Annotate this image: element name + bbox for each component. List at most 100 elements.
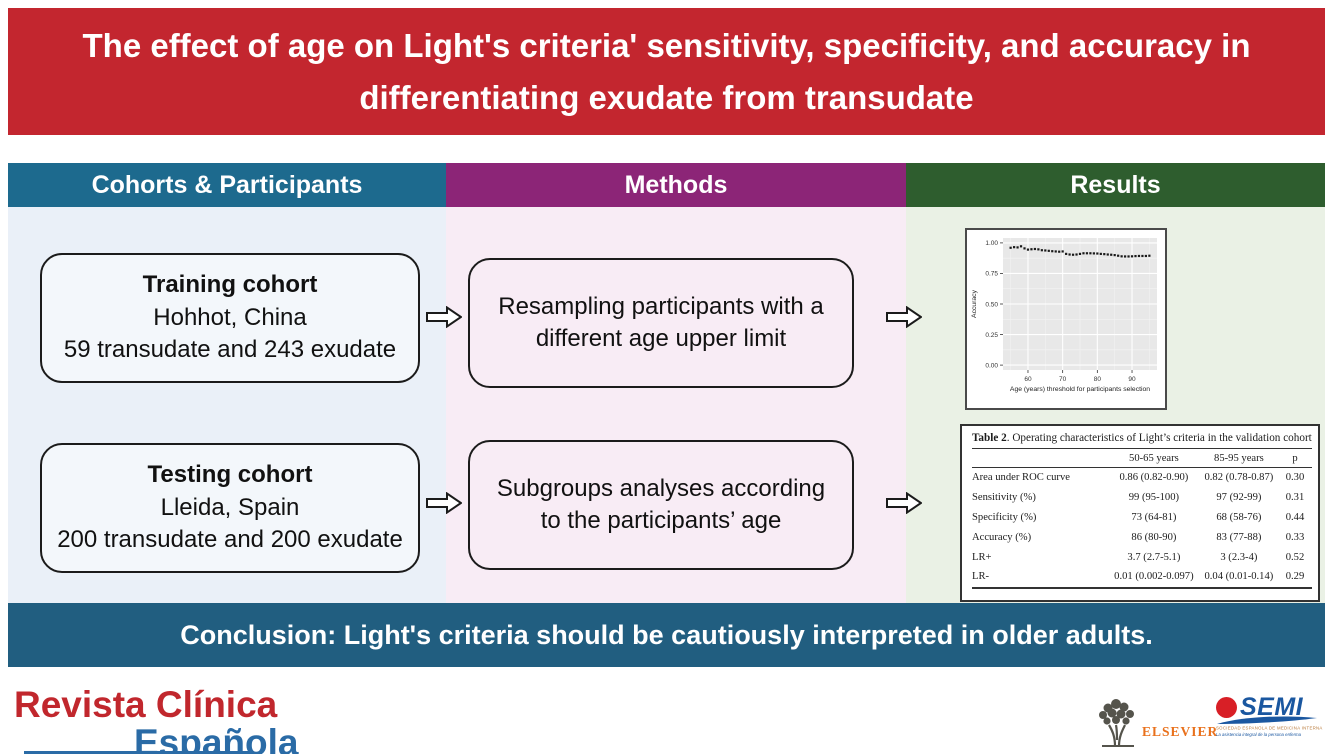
method-subgroups-box: Subgroups analyses according to the part…: [468, 440, 854, 570]
flow-arrow-icon: [886, 492, 922, 514]
conclusion-banner: Conclusion: Light's criteria should be c…: [8, 603, 1325, 667]
table-cell: LR-: [972, 566, 1108, 589]
table-cell: Area under ROC curve: [972, 472, 1070, 484]
table-cell: Accuracy (%): [972, 531, 1032, 543]
training-cohort-counts: 59 transudate and 243 exudate: [63, 336, 397, 364]
table-column-header: 50-65 years: [1108, 448, 1200, 468]
table-row: LR+ 3.7 (2.7-5.1) 3 (2.3-4) 0.52: [972, 547, 1312, 567]
svg-text:0.00: 0.00: [985, 362, 998, 369]
svg-text:Age (years) threshold for part: Age (years) threshold for participants s…: [1010, 386, 1150, 393]
cohorts-header-label: Cohorts & Participants: [91, 170, 363, 199]
semi-tagline-1: SOCIEDAD ESPAÑOLA DE MEDICINA INTERNA: [1216, 726, 1323, 732]
semi-swoosh-icon: [1217, 716, 1317, 724]
method-subgroups-text: Subgroups analyses according to the part…: [496, 474, 826, 534]
table-title: Table 2. Operating characteristics of Li…: [972, 432, 1312, 444]
testing-cohort-counts: 200 transudate and 200 exudate: [57, 526, 403, 554]
method-resampling-box: Resampling participants with a different…: [468, 258, 854, 388]
testing-cohort-site: Lleida, Spain: [160, 493, 300, 521]
table-cell: Sensitivity (%): [972, 492, 1036, 504]
svg-text:90: 90: [1128, 376, 1136, 383]
table-cell: 68 (58-76): [1216, 511, 1262, 523]
semi-logo: SEMI SOCIEDAD ESPAÑOLA DE MEDICINA INTER…: [1216, 692, 1323, 744]
semi-taglines: SOCIEDAD ESPAÑOLA DE MEDICINA INTERNA La…: [1216, 726, 1323, 739]
methods-body: Resampling participants with a different…: [446, 207, 906, 603]
semi-wordmark: SEMI: [1240, 692, 1304, 721]
table-row: Accuracy (%) 86 (80-90) 83 (77-88) 0.33: [972, 527, 1312, 547]
training-cohort-title: Training cohort: [142, 271, 318, 299]
table-cell: 99 (95-100): [1128, 492, 1180, 504]
table-cell: Specificity (%): [972, 511, 1037, 523]
methods-header: Methods: [446, 163, 906, 207]
svg-text:0.25: 0.25: [985, 332, 998, 339]
testing-cohort-box: Testing cohort Lleida, Spain 200 transud…: [40, 443, 420, 573]
training-cohort-site: Hohhot, China: [153, 303, 307, 331]
table-cell: 0.86 (0.82-0.90): [1119, 472, 1189, 484]
table-cell: 73 (64-81): [1131, 511, 1177, 523]
table-cell: 3.7 (2.7-5.1): [1127, 551, 1181, 563]
columns-row: Cohorts & Participants Training cohort H…: [8, 163, 1325, 603]
journal-name-line2: Española: [134, 721, 299, 754]
table-cell: 83 (77-88): [1216, 531, 1262, 543]
operating-characteristics-table: Table 2. Operating characteristics of Li…: [960, 424, 1320, 602]
table-column-header: p: [1277, 448, 1312, 468]
revista-clinica-espanola-logo: Revista Clínica Española: [14, 686, 299, 754]
table-cell: 0.33: [1285, 531, 1305, 543]
table-number: Table 2: [972, 432, 1007, 444]
table-row: Specificity (%) 73 (64-81) 68 (58-76) 0.44: [972, 508, 1312, 528]
table-cell: 0.04 (0.01-0.14): [1199, 566, 1278, 589]
results-header-label: Results: [1070, 170, 1161, 199]
elsevier-tree-icon: [1099, 699, 1134, 747]
table-caption: . Operating characteristics of Light’s c…: [1006, 432, 1312, 444]
table-cell: 0.82 (0.78-0.87): [1204, 472, 1274, 484]
results-header: Results: [906, 163, 1325, 207]
svg-text:0.75: 0.75: [985, 271, 998, 278]
ops-table-body: Area under ROC curve 0.86 (0.82-0.90) 0.82…: [972, 468, 1312, 589]
table-row: Area under ROC curve 0.86 (0.82-0.90) 0.82…: [972, 468, 1312, 488]
table-cell: 0.52: [1285, 551, 1305, 563]
table-cell: 86 (80-90): [1131, 531, 1177, 543]
table-column-header: 85-95 years: [1199, 448, 1278, 468]
semi-tagline-2: La asistencia integral de la persona enf…: [1216, 733, 1302, 738]
svg-text:70: 70: [1059, 376, 1067, 383]
table-row: LR-0.01 (0.002-0.097)0.04 (0.01-0.14)0.2…: [972, 566, 1312, 589]
column-methods: Methods Resampling participants with a d…: [446, 163, 906, 603]
table-cell: 97 (92-99): [1216, 492, 1262, 504]
training-cohort-box: Training cohort Hohhot, China 59 transud…: [40, 253, 420, 383]
semi-red-circle-icon: [1216, 696, 1237, 718]
svg-text:0.50: 0.50: [985, 301, 998, 308]
flow-arrow-icon: [886, 306, 922, 328]
flow-arrow-icon: [426, 306, 462, 328]
cohorts-header: Cohorts & Participants: [8, 163, 446, 207]
table-row: Sensitivity (%) 99 (95-100) 97 (92-99) 0.31: [972, 488, 1312, 508]
method-resampling-text: Resampling participants with a different…: [498, 292, 824, 352]
cohorts-body: Training cohort Hohhot, China 59 transud…: [8, 207, 446, 603]
svg-text:60: 60: [1024, 376, 1032, 383]
title-banner: The effect of age on Light's criteria' s…: [8, 8, 1325, 135]
table-column-header: [972, 448, 1108, 468]
journal-name-line1: Revista Clínica: [14, 684, 278, 725]
svg-text:Accuracy: Accuracy: [971, 289, 978, 318]
table-cell: 0.31: [1285, 492, 1305, 504]
table-cell: LR+: [972, 551, 992, 563]
flow-arrow-icon: [426, 492, 462, 514]
conclusion-text: Conclusion: Light's criteria should be c…: [180, 619, 1153, 650]
column-cohorts: Cohorts & Participants Training cohort H…: [8, 163, 446, 603]
svg-text:1.00: 1.00: [985, 240, 998, 247]
svg-text:80: 80: [1094, 376, 1102, 383]
elsevier-wordmark: ELSEVIER: [1142, 724, 1219, 739]
table-cell: 3 (2.3-4): [1220, 551, 1258, 563]
table-cell: 0.29: [1277, 566, 1312, 589]
journal-logo-underline: [24, 751, 252, 754]
testing-cohort-title: Testing cohort: [147, 461, 313, 489]
page-title: The effect of age on Light's criteria' s…: [82, 27, 1251, 116]
table-cell: 0.44: [1285, 511, 1305, 523]
table-cell: 0.30: [1285, 472, 1305, 484]
methods-header-label: Methods: [624, 170, 728, 199]
